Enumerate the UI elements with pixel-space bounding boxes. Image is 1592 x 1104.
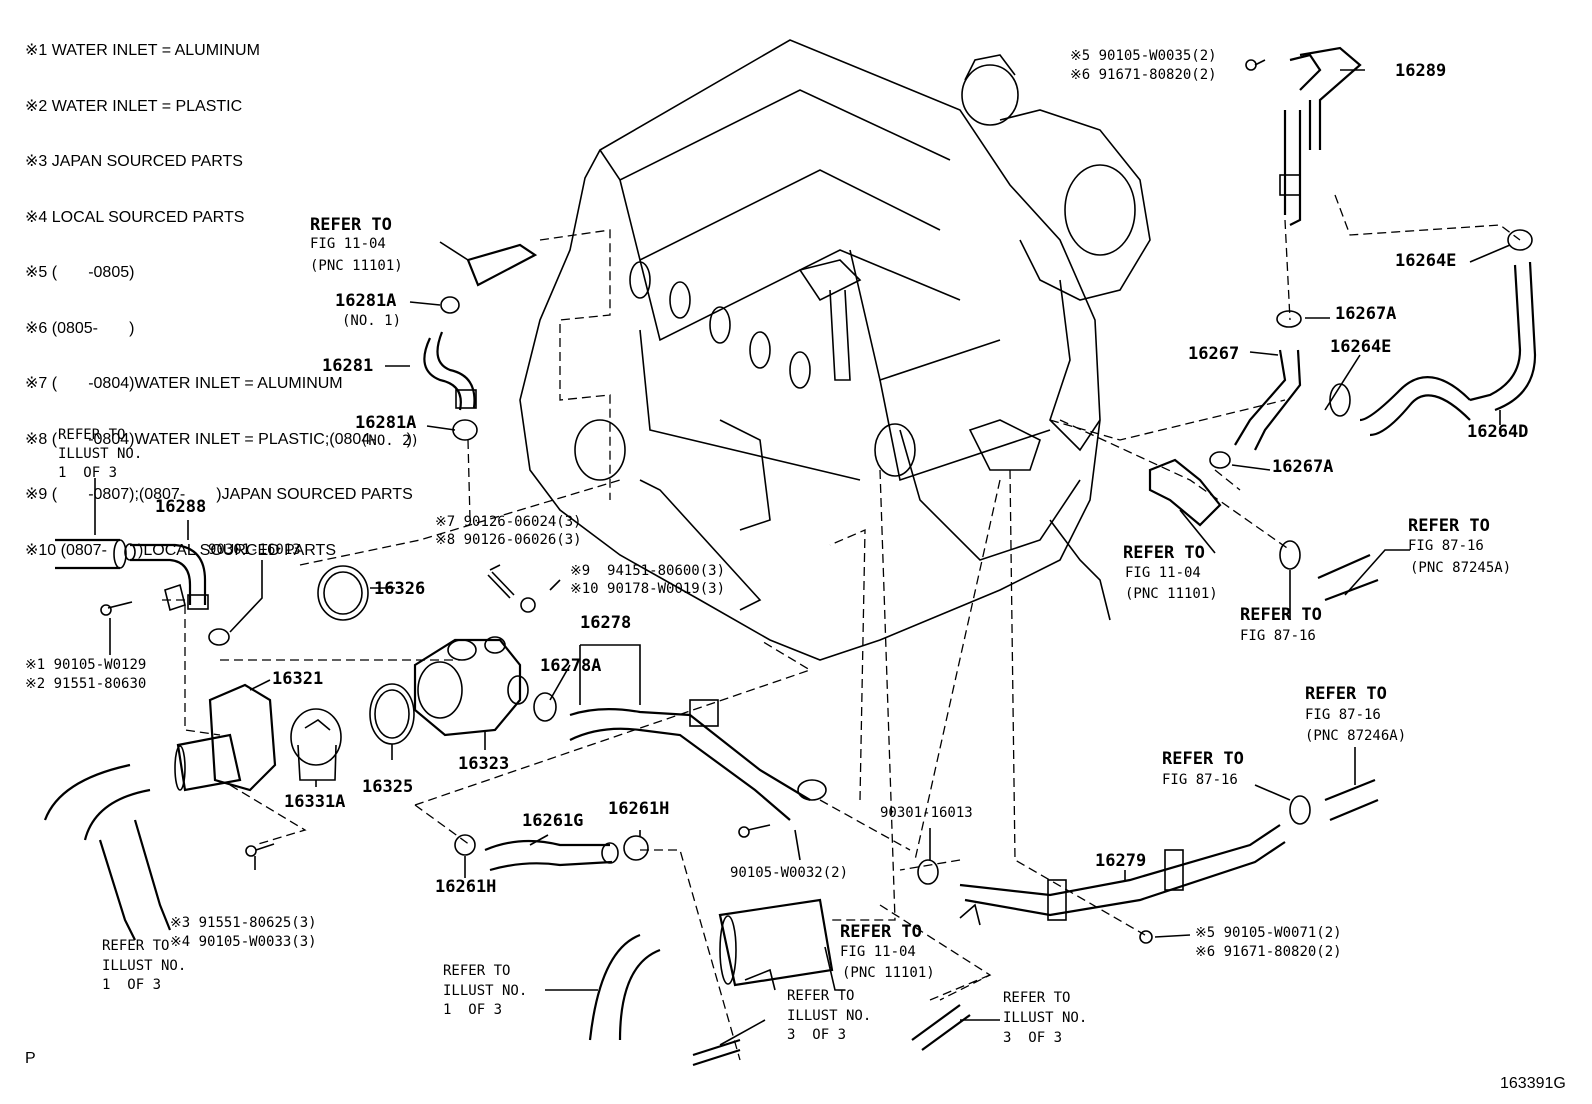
callout-p16331a: 16331A — [284, 792, 346, 812]
callout-n9: ※9 94151-80600(3) — [570, 563, 726, 579]
callout-n5b: ※5 90105-W0071(2) — [1195, 925, 1342, 941]
callout-p16267a-bot: 16267A — [1272, 457, 1334, 477]
callout-refer-illust3-b-c: 3 OF 3 — [1003, 1030, 1063, 1046]
callout-p16281a-2n: (NO. 2) — [360, 433, 420, 449]
callout-p16321: 16321 — [272, 669, 324, 689]
callout-p90105-w0032: 90105-W0032(2) — [730, 865, 849, 881]
callout-p16326: 16326 — [374, 579, 426, 599]
callout-n10: ※10 90178-W0019(3) — [570, 581, 726, 597]
callout-refer-fig8716-b-a: REFER TO — [1305, 684, 1387, 704]
callout-n4: ※4 90105-W0033(3) — [170, 934, 317, 950]
callout-p16264e-mid: 16264E — [1330, 337, 1392, 357]
callout-refer-illust1-bl-a: REFER TO — [102, 938, 170, 954]
callout-refer-illust3-a-c: 3 OF 3 — [787, 1027, 847, 1043]
callout-n7: ※7 90126-06024(3) — [435, 514, 582, 530]
callout-n5a: ※5 90105-W0035(2) — [1070, 48, 1217, 64]
callout-refer-fig1104-top-c: (PNC 11101) — [310, 258, 403, 274]
callout-p16261h-bot: 16261H — [435, 877, 497, 897]
callout-refer-illust1-left-c: 1 OF 3 — [58, 465, 118, 481]
callout-p16281: 16281 — [322, 356, 374, 376]
callout-refer-fig1104-right-c: (PNC 11101) — [1125, 586, 1218, 602]
callout-p16261h-top: 16261H — [608, 799, 670, 819]
callout-refer-fig1104-bot-c: (PNC 11101) — [842, 965, 935, 981]
callout-refer-illust3-a-a: REFER TO — [787, 988, 855, 1004]
callout-p16325: 16325 — [362, 777, 414, 797]
callout-n6b: ※6 91671-80820(2) — [1195, 944, 1342, 960]
callout-refer-fig1104-top-a: REFER TO — [310, 215, 392, 235]
callout-p90301-16013-a: 90301-16013 — [208, 542, 301, 558]
callout-refer-fig8716-d-a: REFER TO — [1408, 516, 1490, 536]
callout-refer-fig8716-b-c: (PNC 87246A) — [1305, 728, 1407, 744]
callout-p16323: 16323 — [458, 754, 510, 774]
callout-p16264e-top: 16264E — [1395, 251, 1457, 271]
callout-refer-illust3-b-b: ILLUST NO. — [1003, 1010, 1088, 1026]
parts — [43, 46, 1537, 1067]
callout-p16267a-top: 16267A — [1335, 304, 1397, 324]
callout-n8: ※8 90126-06026(3) — [435, 532, 582, 548]
callout-p16278: 16278 — [580, 613, 632, 633]
note-line: ※1 WATER INLET = ALUMINUM — [25, 42, 260, 59]
callout-p16279: 16279 — [1095, 851, 1147, 871]
callout-n1: ※1 90105-W0129 — [25, 657, 147, 673]
note-line: ※6 (0805- ) — [25, 319, 135, 337]
callout-n6a: ※6 91671-80820(2) — [1070, 67, 1217, 83]
callout-p16281a-1: 16281A — [335, 291, 397, 311]
callout-refer-fig1104-top-b: FIG 11-04 — [310, 236, 386, 252]
note-line: ※10 (0807- )LOCAL SOURCED PARTS — [25, 541, 336, 559]
callout-p16278a: 16278A — [540, 656, 602, 676]
footer-right-code: 163391G — [1500, 1075, 1566, 1092]
solid-leaders — [94, 59, 1511, 1046]
notes-block: ※1 WATER INLET = ALUMINUM ※2 WATER INLET… — [25, 5, 413, 597]
callout-refer-illust1-left-b: ILLUST NO. — [58, 446, 143, 462]
callout-p16261g: 16261G — [522, 811, 584, 831]
callout-refer-fig8716-c-a: REFER TO — [1240, 605, 1322, 625]
dashed-leaders — [162, 194, 1521, 1061]
callout-refer-illust1-bl-b: ILLUST NO. — [102, 958, 187, 974]
note-line: ※2 WATER INLET = PLASTIC — [25, 97, 243, 115]
callout-p16264d: 16264D — [1467, 422, 1529, 442]
note-line: ※3 JAPAN SOURCED PARTS — [25, 153, 243, 170]
callout-refer-fig1104-bot-b: FIG 11-04 — [840, 944, 916, 960]
callout-refer-fig8716-d-b: FIG 87-16 — [1408, 538, 1484, 554]
callout-n3: ※3 91551-80625(3) — [170, 915, 317, 931]
callout-refer-illust1-bl-c: 1 OF 3 — [102, 977, 162, 993]
note-line: ※7 ( -0804)WATER INLET = ALUMINUM — [25, 375, 343, 392]
callout-p16288: 16288 — [155, 497, 207, 517]
footer-left: P — [25, 1050, 36, 1067]
callout-p16289: 16289 — [1395, 61, 1447, 81]
note-line: ※4 LOCAL SOURCED PARTS — [25, 208, 245, 226]
callout-p16267: 16267 — [1188, 344, 1240, 364]
callout-refer-fig8716-c-b: FIG 87-16 — [1240, 628, 1316, 644]
callout-refer-fig8716-a-b: FIG 87-16 — [1162, 772, 1238, 788]
callout-p90301-16013-b: 90301-16013 — [880, 805, 973, 821]
callout-refer-fig1104-right-a: REFER TO — [1123, 543, 1205, 563]
callout-refer-illust3-a-b: ILLUST NO. — [787, 1008, 872, 1024]
callout-refer-fig1104-bot-a: REFER TO — [840, 922, 922, 942]
callout-refer-fig8716-d-c: (PNC 87245A) — [1410, 560, 1512, 576]
engine-block — [519, 39, 1151, 661]
callout-refer-fig8716-a-a: REFER TO — [1162, 749, 1244, 769]
callout-n2: ※2 91551-80630 — [25, 676, 147, 692]
note-line: ※9 ( -0807);(0807- )JAPAN SOURCED PARTS — [25, 486, 413, 503]
callout-refer-fig1104-right-b: FIG 11-04 — [1125, 565, 1201, 581]
callout-refer-illust1-left-a: REFER TO — [58, 427, 126, 443]
note-line: ※5 ( -0805) — [25, 264, 135, 281]
note-line: ※8 ( -0804)WATER INLET = PLASTIC;(0804- … — [25, 430, 412, 448]
callout-refer-illust1-bm-a: REFER TO — [443, 963, 511, 979]
callout-refer-illust1-bm-c: 1 OF 3 — [443, 1002, 503, 1018]
callout-refer-illust3-b-a: REFER TO — [1003, 990, 1071, 1006]
callout-refer-fig8716-b-b: FIG 87-16 — [1305, 707, 1381, 723]
callout-p16281a-1n: (NO. 1) — [342, 313, 402, 329]
callout-p16281a-2: 16281A — [355, 413, 417, 433]
callout-refer-illust1-bm-b: ILLUST NO. — [443, 983, 528, 999]
